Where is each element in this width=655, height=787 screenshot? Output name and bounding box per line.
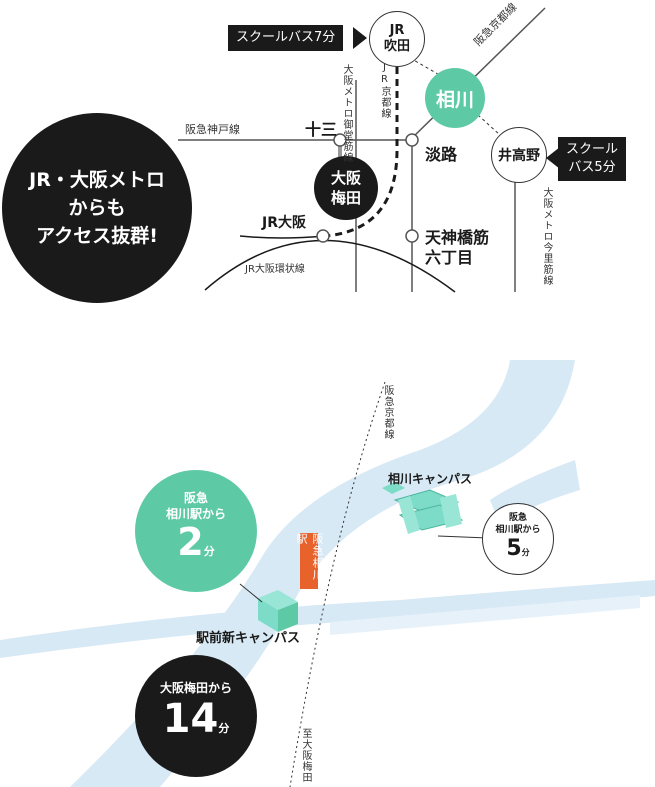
jr-osaka-station-dot [316, 229, 330, 243]
midosuji-line-label: 大阪メトロ御堂筋線 [341, 64, 352, 163]
bus-suita-pointer [353, 27, 367, 49]
white-circle-line1: 阪急 [508, 513, 527, 523]
green-circle-unit: 分 [203, 545, 215, 558]
green-circle-number: 2 [177, 520, 204, 564]
aikawa-idaka-link [477, 114, 501, 136]
ekimae-campus-label: 駅前新キャンパス [196, 631, 301, 646]
bus-idaka-line1: スクール [566, 142, 619, 157]
bus-idaka-callout: スクール バス5分 [558, 137, 627, 181]
jr-loop-line [204, 239, 456, 293]
awaji-label: 淡路 [425, 145, 458, 164]
awaji-station-dot [405, 133, 419, 147]
suita-line2: 吹田 [383, 39, 410, 54]
jr-kyoto-line [324, 55, 399, 238]
to-umeda-label: 至大阪梅田 [300, 728, 311, 783]
idaka-label: 井高野 [498, 148, 540, 164]
black-circle-number: 14 [162, 696, 219, 742]
bus-idaka-line2: バス5分 [568, 160, 616, 175]
white-circle-line2: 相川駅から [495, 525, 541, 535]
area-map [0, 360, 655, 787]
jr-kyoto-line-label: JR京都線 [379, 62, 390, 119]
aikawa-campus-buildings [382, 482, 464, 534]
aikawa-label: 相川 [435, 88, 474, 111]
black-time-circle: 大阪梅田から 14分 [135, 655, 257, 777]
suita-line1: JR [389, 23, 405, 38]
black-circle-value: 14分 [163, 696, 230, 752]
headline-line2: からも [68, 197, 126, 219]
black-circle-line1: 大阪梅田から [159, 681, 232, 695]
tenjin-line2: 六丁目 [425, 248, 474, 267]
river-branch [0, 580, 655, 658]
route-map-lines [178, 7, 546, 293]
hankyu-kyoto-line [409, 7, 546, 141]
umeda-line2: 梅田 [330, 189, 361, 207]
suita-station: JR 吹田 [369, 11, 425, 67]
jr-loop-line-label: JR大阪環状線 [245, 264, 305, 275]
headline-line1: JR・大阪メトロ [29, 169, 165, 191]
hankyu-kyoto-track [289, 381, 386, 787]
aikawa-station: 相川 [425, 68, 485, 128]
green-circle-leader [239, 583, 263, 603]
aikawa-station-tag: 阪急相川駅 [295, 533, 324, 589]
white-circle-value: 5分 [506, 536, 529, 566]
green-circle-line1: 阪急 [183, 491, 208, 505]
headline-line3: アクセス抜群! [36, 225, 158, 247]
white-circle-leader [437, 535, 489, 539]
jr-osaka-label: JR大阪 [262, 215, 306, 231]
white-circle-unit: 分 [521, 548, 530, 557]
idaka-station: 井高野 [491, 127, 547, 183]
aikawa-campus-label: 相川キャンパス [388, 472, 473, 486]
tenjin-station-dot [405, 229, 419, 243]
white-time-circle: 阪急 相川駅から 5分 [482, 503, 554, 575]
umeda-line1: 大阪 [330, 169, 361, 187]
green-circle-line2: 相川駅から [165, 507, 226, 521]
hankyu-kyoto-line-label-bottom: 阪急京都線 [382, 385, 393, 440]
jr-kyoto-line-west [239, 235, 326, 239]
juso-label: 十三 [305, 120, 338, 139]
green-circle-value: 2分 [177, 522, 214, 572]
tenjin-line1: 天神橋筋 [425, 228, 490, 247]
hankyu-kobe-line-label: 阪急神戸線 [185, 123, 240, 136]
green-time-circle: 阪急 相川駅から 2分 [135, 470, 257, 592]
imazato-line-label: 大阪メトロ今里筋線 [541, 187, 552, 286]
ekimae-campus-building [258, 590, 298, 632]
suita-aikawa-link [409, 57, 446, 79]
white-circle-number: 5 [506, 536, 522, 561]
headline-circle: JR・大阪メトロ からも アクセス抜群! [2, 113, 192, 303]
black-circle-unit: 分 [218, 722, 230, 735]
bus-idaka-pointer [546, 147, 560, 169]
tenjin-label: 天神橋筋 六丁目 [425, 228, 489, 268]
umeda-station: 大阪 梅田 [314, 156, 378, 220]
bus-suita-callout: スクールバス7分 [228, 25, 344, 51]
juso-station-dot [333, 133, 347, 147]
canal [330, 595, 640, 635]
